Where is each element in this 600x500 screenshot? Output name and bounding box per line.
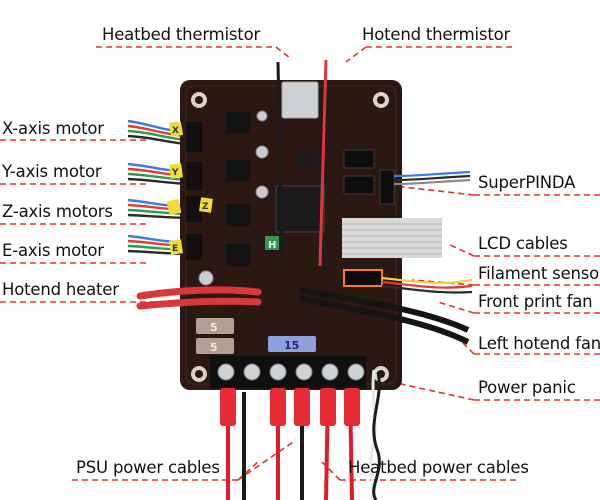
label-left-hotend-fan: Left hotend fan [478,334,600,353]
fuse-3-label: 15 [284,339,299,352]
label-z-axis-motors: Z-axis motors [2,202,113,221]
label-y-axis-motor: Y-axis motor [2,162,102,181]
label-e-axis-motor: E-axis motor [2,241,104,260]
motor-connectors [186,122,202,260]
mounting-holes [191,92,389,382]
filament-sensor-connector [343,269,383,287]
y-tag-label: Y [171,168,179,178]
power-terminal-block [210,356,366,388]
crimp-ferrules [220,388,360,426]
header-pins [343,149,395,205]
label-filament-sensor: Filament sensor [478,264,600,283]
lcd-ribbon-cables [342,218,442,258]
label-hotend-heater: Hotend heater [2,280,119,299]
mcu-chip [275,185,325,233]
label-heatbed-power-cables: Heatbed power cables [348,458,529,477]
hotend-heater-cables [136,286,262,310]
label-lcd-cables: LCD cables [478,234,568,253]
fuse-1-label: 5 [210,321,218,334]
label-x-axis-motor: X-axis motor [2,119,104,138]
fuse-2-label: 5 [210,341,218,354]
label-hotend-thermistor: Hotend thermistor [362,25,511,44]
thermistor-wires [276,59,328,269]
label-superpinda: SuperPINDA [478,173,576,192]
e-tag-label: E [172,244,178,254]
label-power-panic: Power panic [478,378,576,397]
h-mark: H [268,240,276,251]
stepper-drivers [226,112,250,266]
label-psu-power-cables: PSU power cables [76,458,220,477]
label-heatbed-thermistor: Heatbed thermistor [102,25,261,44]
capacitors [198,110,269,286]
label-front-print-fan: Front print fan [478,292,593,311]
z-tag-label: Z [202,202,209,212]
motor-cables [127,119,187,256]
usb-connector [281,81,319,119]
fuses [196,318,316,354]
terminal-screws [217,363,365,381]
motor-tags [166,121,213,255]
x-tag-label: X [172,126,179,136]
